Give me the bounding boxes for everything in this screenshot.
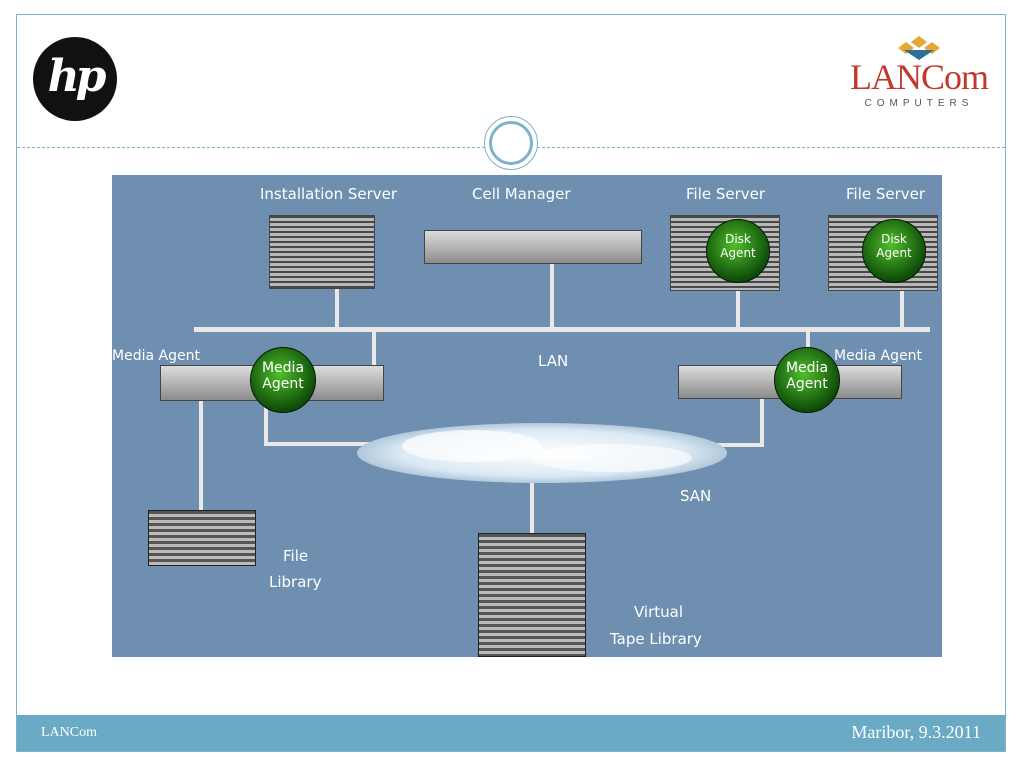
installation-server-label: Installation Server (260, 185, 398, 203)
footer-date: Maribor, 9.3.2011 (851, 722, 981, 742)
vtl-label-line1: Virtual (634, 603, 684, 621)
file-library-label-line1: File (283, 547, 309, 565)
disk-agent-2-line1: Disk (881, 232, 907, 246)
san-cloud-icon (357, 423, 727, 483)
virtual-tape-library-icon (478, 533, 586, 657)
disk-agent-badge-2: Disk Agent (862, 219, 926, 283)
file-server-1-drop (736, 287, 740, 329)
media-agent-badge-2: Media Agent (774, 347, 840, 413)
file-server-2-drop (900, 287, 904, 329)
cell-manager-label: Cell Manager (472, 185, 571, 203)
cell-manager-icon (424, 230, 642, 264)
media-agent-2-line2: Agent (786, 376, 828, 392)
media-agent-left-drop (372, 332, 376, 376)
lancom-logo-text: LANCom (850, 57, 989, 97)
disk-agent-1-line1: Disk (725, 232, 751, 246)
footer-company: LANCom (41, 725, 97, 740)
san-link-left-vertical (264, 400, 268, 446)
media-agent-left-label: Media Agent (112, 348, 200, 364)
media-agent-1-line1: Media (261, 360, 305, 376)
install-server-drop (335, 287, 339, 329)
media-agent-1-line2: Agent (262, 376, 304, 392)
file-server-2-label: File Server (846, 185, 926, 203)
circle-ornament (484, 116, 538, 170)
media-agent-right-label: Media Agent (834, 348, 922, 364)
footer-bar: LANCom Maribor, 9.3.2011 (17, 715, 1005, 751)
san-label: SAN (680, 487, 712, 505)
media-agent-badge-1: Media Agent (250, 347, 316, 413)
disk-agent-1-line2: Agent (720, 246, 756, 260)
lan-bus-line (194, 327, 930, 332)
file-server-1-label: File Server (686, 185, 766, 203)
lancom-diamonds-icon (898, 36, 940, 60)
file-library-icon (148, 510, 256, 566)
file-library-drop (199, 400, 203, 512)
disk-agent-badge-1: Disk Agent (706, 219, 770, 283)
slide-frame (16, 14, 1006, 752)
hp-logo: hp (33, 37, 117, 121)
lancom-logo-subtext: COMPUTERS (864, 98, 974, 109)
backup-architecture-diagram: Disk Agent Disk Agent Media Agent Media … (112, 175, 942, 657)
vtl-label-line2: Tape Library (610, 630, 702, 648)
disk-agent-2-line2: Agent (876, 246, 912, 260)
cell-manager-drop (550, 255, 554, 329)
san-link-right-vertical (760, 397, 764, 447)
installation-server-icon (269, 215, 375, 289)
hp-logo-text: hp (47, 51, 107, 102)
lan-label: LAN (538, 352, 569, 370)
san-link-left (264, 442, 404, 446)
vtl-drop (530, 483, 534, 535)
media-agent-2-line1: Media (785, 360, 829, 376)
file-library-label-line2: Library (269, 573, 322, 591)
lancom-logo: LANCom COMPUTERS (844, 36, 994, 112)
